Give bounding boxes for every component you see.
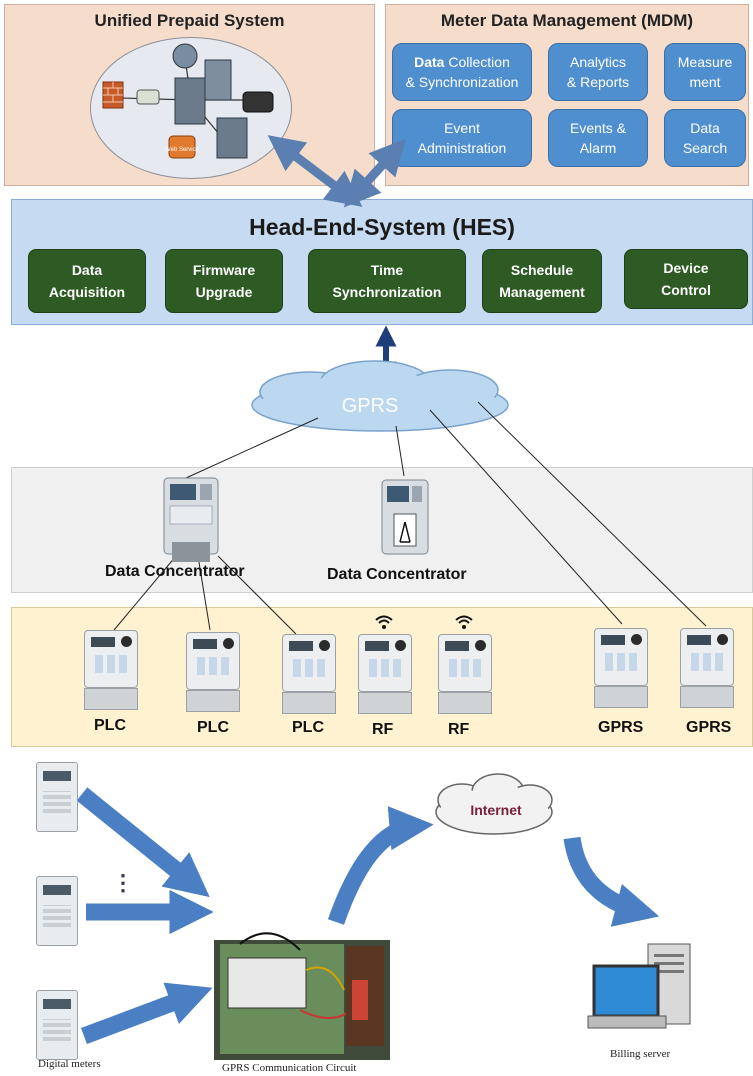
web-service-label: Web Service xyxy=(165,147,200,153)
concentrator-icon xyxy=(163,477,219,562)
mdm-data-collection-button[interactable]: Data Collection & Synchronization xyxy=(392,43,532,101)
ups-title: Unified Prepaid System xyxy=(94,11,285,30)
mdm-event-admin-button[interactable]: Event Administration xyxy=(392,109,532,167)
smart-meter-icon xyxy=(594,628,648,708)
internet-cloud-icon xyxy=(435,773,553,835)
data-concentrator-device xyxy=(162,476,220,564)
hes-module-label: Data Acquisition xyxy=(48,262,126,300)
data-concentrator-device xyxy=(380,478,430,556)
mdm-events-alarm-button[interactable]: Events & Alarm xyxy=(548,109,648,167)
meter-type-label: PLC xyxy=(292,719,324,736)
meter-type-label: PLC xyxy=(197,719,229,736)
wifi-icon xyxy=(455,615,473,629)
server-network-icon: Web Service xyxy=(102,43,274,159)
hes-module-label: Device Control xyxy=(661,260,711,298)
meter-type-label: GPRS xyxy=(598,719,644,736)
smart-meter-icon xyxy=(358,634,412,714)
gprs-circuit-board-image xyxy=(214,932,390,1060)
meter-to-circuit-arrow xyxy=(76,787,210,898)
gprs-cloud-icon xyxy=(251,360,509,432)
smart-meter-icon xyxy=(84,630,138,710)
mdm-module-bold: Data xyxy=(414,54,445,70)
mdm-analytics-button[interactable]: Analytics & Reports xyxy=(548,43,648,101)
hes-time-sync-button[interactable]: Time Synchronization xyxy=(308,249,466,313)
concentrator-icon xyxy=(381,479,429,555)
mdm-module-label: Data Search xyxy=(682,120,728,156)
digital-meters-caption: Digital meters xyxy=(38,1058,101,1070)
smart-meter-icon xyxy=(186,632,240,712)
head-end-system-panel: Head-End-System (HES) Data Acquisition F… xyxy=(11,199,753,325)
hes-schedule-management-button[interactable]: Schedule Management xyxy=(482,249,602,313)
circuit-caption: GPRS Communication Circuit xyxy=(222,1062,357,1074)
wifi-icon xyxy=(375,615,393,629)
hes-module-label: Time Synchronization xyxy=(332,262,442,300)
gprs-links xyxy=(113,401,707,635)
hes-firmware-upgrade-button[interactable]: Firmware Upgrade xyxy=(165,249,283,313)
meter-to-circuit-arrow xyxy=(81,982,213,1044)
gprs-cloud-label: GPRS xyxy=(342,395,399,417)
smart-meter-icon xyxy=(680,628,734,708)
digital-meter-icon xyxy=(36,876,78,946)
digital-meter-icon xyxy=(36,762,78,832)
server-cluster-illustration: Web Service xyxy=(90,37,292,179)
billing-server-icon xyxy=(587,943,691,1029)
billing-server-caption: Billing server xyxy=(610,1048,671,1060)
unified-prepaid-system-panel: Unified Prepaid System Web Service xyxy=(4,4,375,186)
mdm-module-label: Collection & Synchronization xyxy=(405,54,519,90)
mdm-module-label: Measure ment xyxy=(677,54,733,90)
smart-meter-icon xyxy=(282,634,336,714)
circuit-to-internet-arrow xyxy=(327,806,434,925)
hes-device-control-button[interactable]: Device Control xyxy=(624,249,748,309)
mdm-title: Meter Data Management (MDM) xyxy=(440,11,694,30)
hes-module-label: Schedule Management xyxy=(499,262,585,300)
meter-type-label: RF xyxy=(372,721,394,738)
meter-type-label: RF xyxy=(448,721,470,738)
mdm-module-label: Analytics & Reports xyxy=(566,54,630,90)
meter-type-label: GPRS xyxy=(686,719,732,736)
mdm-measurement-button[interactable]: Measure ment xyxy=(664,43,746,101)
internet-to-billing-arrow xyxy=(563,836,660,927)
internet-label: Internet xyxy=(470,802,522,818)
mdm-data-search-button[interactable]: Data Search xyxy=(664,109,746,167)
meter-data-management-panel: Meter Data Management (MDM) Data Collect… xyxy=(385,4,749,186)
hes-module-label: Firmware Upgrade xyxy=(192,262,256,300)
mdm-hes-arrow xyxy=(343,138,407,208)
concentrator-label: Data Concentrator xyxy=(327,566,467,583)
more-meters-ellipsis: ⋮ xyxy=(112,870,134,895)
hes-data-acquisition-button[interactable]: Data Acquisition xyxy=(28,249,146,313)
meter-type-label: PLC xyxy=(94,717,126,734)
mdm-module-label: Events & Alarm xyxy=(569,120,627,156)
concentrator-label: Data Concentrator xyxy=(105,563,245,580)
smart-meter-icon xyxy=(438,634,492,714)
mdm-module-label: Event Administration xyxy=(417,120,507,156)
digital-meter-icon xyxy=(36,990,78,1060)
ups-hes-arrow xyxy=(267,135,363,207)
hes-title: Head-End-System (HES) xyxy=(249,214,515,240)
